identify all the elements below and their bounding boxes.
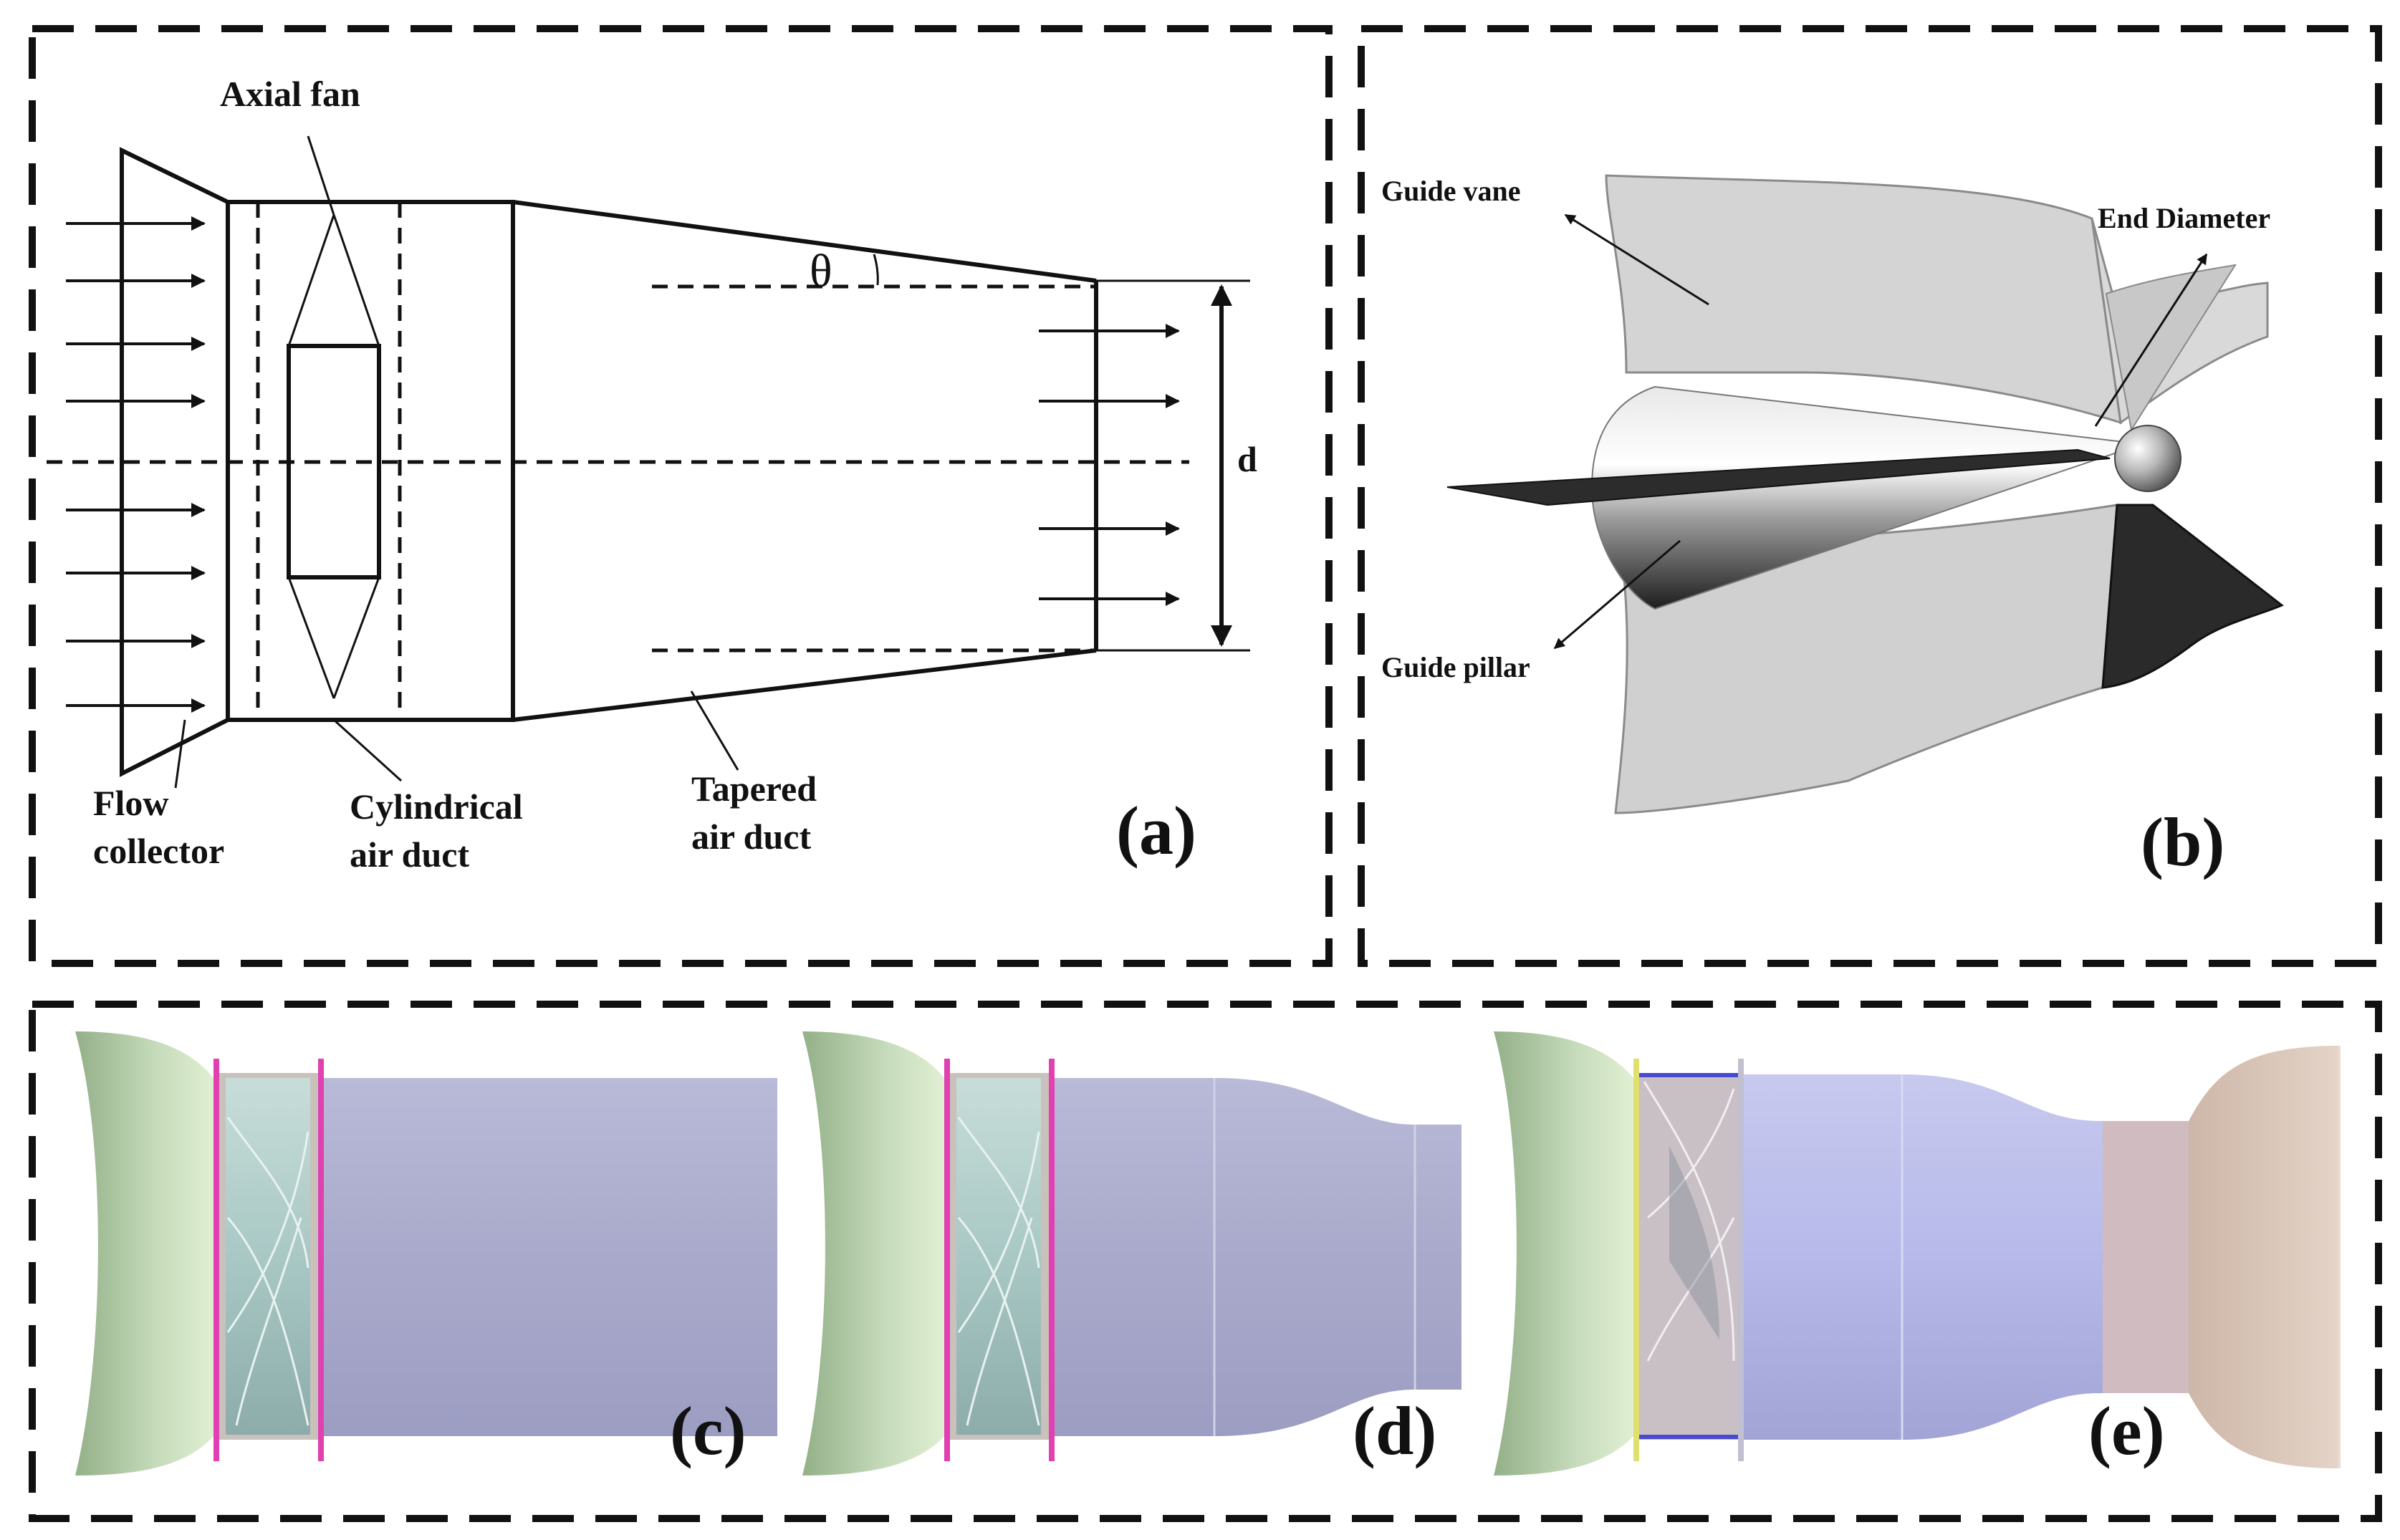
label-cyl-air-duct: air duct [350, 834, 469, 875]
panel-a: Axial fan Flow collector Cylindrical air… [29, 25, 1333, 967]
guide-vane [1605, 174, 2284, 814]
axial-fan-symbol [287, 135, 381, 699]
label-collector: collector [93, 831, 224, 871]
duct-d [1055, 1078, 1461, 1436]
inlet-arrows [66, 216, 206, 713]
label-theta: θ [810, 245, 832, 297]
flange-e-1 [1633, 1059, 1639, 1461]
bottom-frame [29, 1001, 2382, 1522]
panel-a-tag: (a) [1116, 792, 1196, 869]
panel-a-frame [29, 25, 1333, 967]
label-guide-vane: Guide vane [1381, 175, 1520, 207]
bottom-panels: (c) (d) [29, 1001, 2382, 1522]
collector-c [75, 1031, 213, 1476]
tapered-air-duct [512, 200, 1098, 722]
panel-e-tag: (e) [2088, 1392, 2165, 1469]
panel-d: (d) [802, 1031, 1461, 1476]
cyl-duct-leader [332, 718, 403, 782]
label-tapered: Tapered [691, 769, 817, 809]
label-d: d [1237, 439, 1257, 479]
guide-pillar [1446, 385, 2143, 610]
collector-e [1494, 1031, 1633, 1476]
collector-d [802, 1031, 944, 1476]
flange-d-1 [944, 1059, 950, 1461]
panel-c: (c) [75, 1031, 777, 1476]
collector-leader [174, 719, 186, 789]
flange-c-2 [318, 1059, 324, 1461]
panel-b-tag: (b) [2141, 804, 2224, 880]
dimension-d [1096, 279, 1250, 652]
guide-vane-arrow [1564, 213, 1709, 306]
label-axial-fan: Axial fan [220, 74, 360, 114]
rear-diffuser-e [2189, 1046, 2339, 1468]
panel-b: Guide vane End Diameter Guide pillar (b) [1358, 25, 2382, 967]
duct-c [324, 1078, 777, 1436]
end-diameter-ball [2114, 425, 2181, 492]
label-guide-pillar: Guide pillar [1381, 651, 1530, 683]
guide-pillar-arrow [1553, 539, 1681, 650]
panel-d-tag: (d) [1353, 1392, 1436, 1469]
end-diameter-arrow [2094, 253, 2208, 427]
outlet-arrows [1039, 324, 1180, 606]
throat-e [2103, 1121, 2189, 1393]
label-flow: Flow [93, 783, 169, 823]
flange-d-2 [1049, 1059, 1055, 1461]
flange-c-1 [213, 1059, 219, 1461]
flange-e-2 [1738, 1059, 1744, 1461]
tapered-leader [690, 690, 739, 771]
duct-e [1744, 1074, 2103, 1440]
panel-b-frame [1358, 25, 2382, 967]
label-tap-air-duct: air duct [691, 817, 811, 857]
panel-c-tag: (c) [670, 1392, 747, 1469]
label-cylindrical: Cylindrical [350, 786, 523, 827]
label-end-diameter: End Diameter [2098, 202, 2270, 234]
panel-e: (e) [1494, 1031, 2341, 1476]
